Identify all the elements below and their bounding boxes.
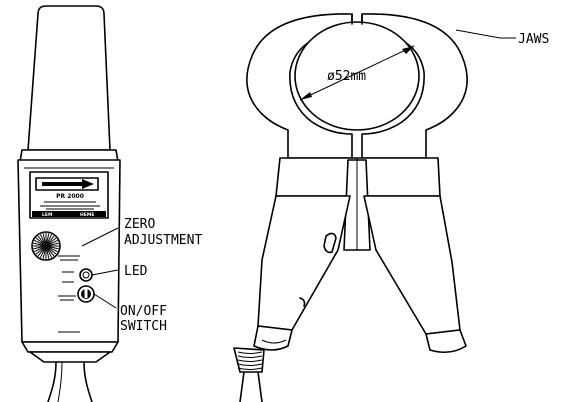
probe-model-text: PR 2000 <box>56 193 84 200</box>
direction-arrow-icon <box>42 179 94 189</box>
probe-brand-left: LEM <box>42 212 53 218</box>
diameter-label: ø52mm <box>327 69 366 84</box>
probe-side-view: PR 2000 LEM HEME <box>17 5 121 402</box>
callout-zero-line2: ADJUSTMENT <box>124 233 202 248</box>
probe-cable <box>47 361 93 402</box>
callout-onoff-line1: ON/OFF <box>120 304 167 319</box>
clamp-front-view: ø52mm <box>233 13 468 402</box>
diameter-dimension <box>299 45 415 101</box>
probe-brand-right: HEME <box>80 212 94 218</box>
toggle-switch-icon[interactable] <box>77 285 95 303</box>
handle-left <box>257 195 351 331</box>
jaw-opening <box>294 21 420 131</box>
callout-jaws: JAWS <box>518 32 549 47</box>
jaw-right <box>361 13 468 159</box>
led-indicator-icon <box>79 268 93 282</box>
grip-left <box>253 325 293 351</box>
probe-bottom <box>21 341 119 353</box>
handle-right <box>363 195 461 335</box>
callout-zero-line1: ZERO <box>124 217 155 232</box>
jaw-left <box>246 13 353 159</box>
knurled-knob-icon[interactable] <box>31 231 61 261</box>
grip-right <box>425 329 467 354</box>
callouts: JAWS ZERO ADJUSTMENT LED ON/OFF SWITCH <box>81 29 549 334</box>
probe-upper-jaw <box>27 5 111 151</box>
callout-onoff-line2: SWITCH <box>120 319 167 334</box>
callout-led: LED <box>124 264 148 279</box>
